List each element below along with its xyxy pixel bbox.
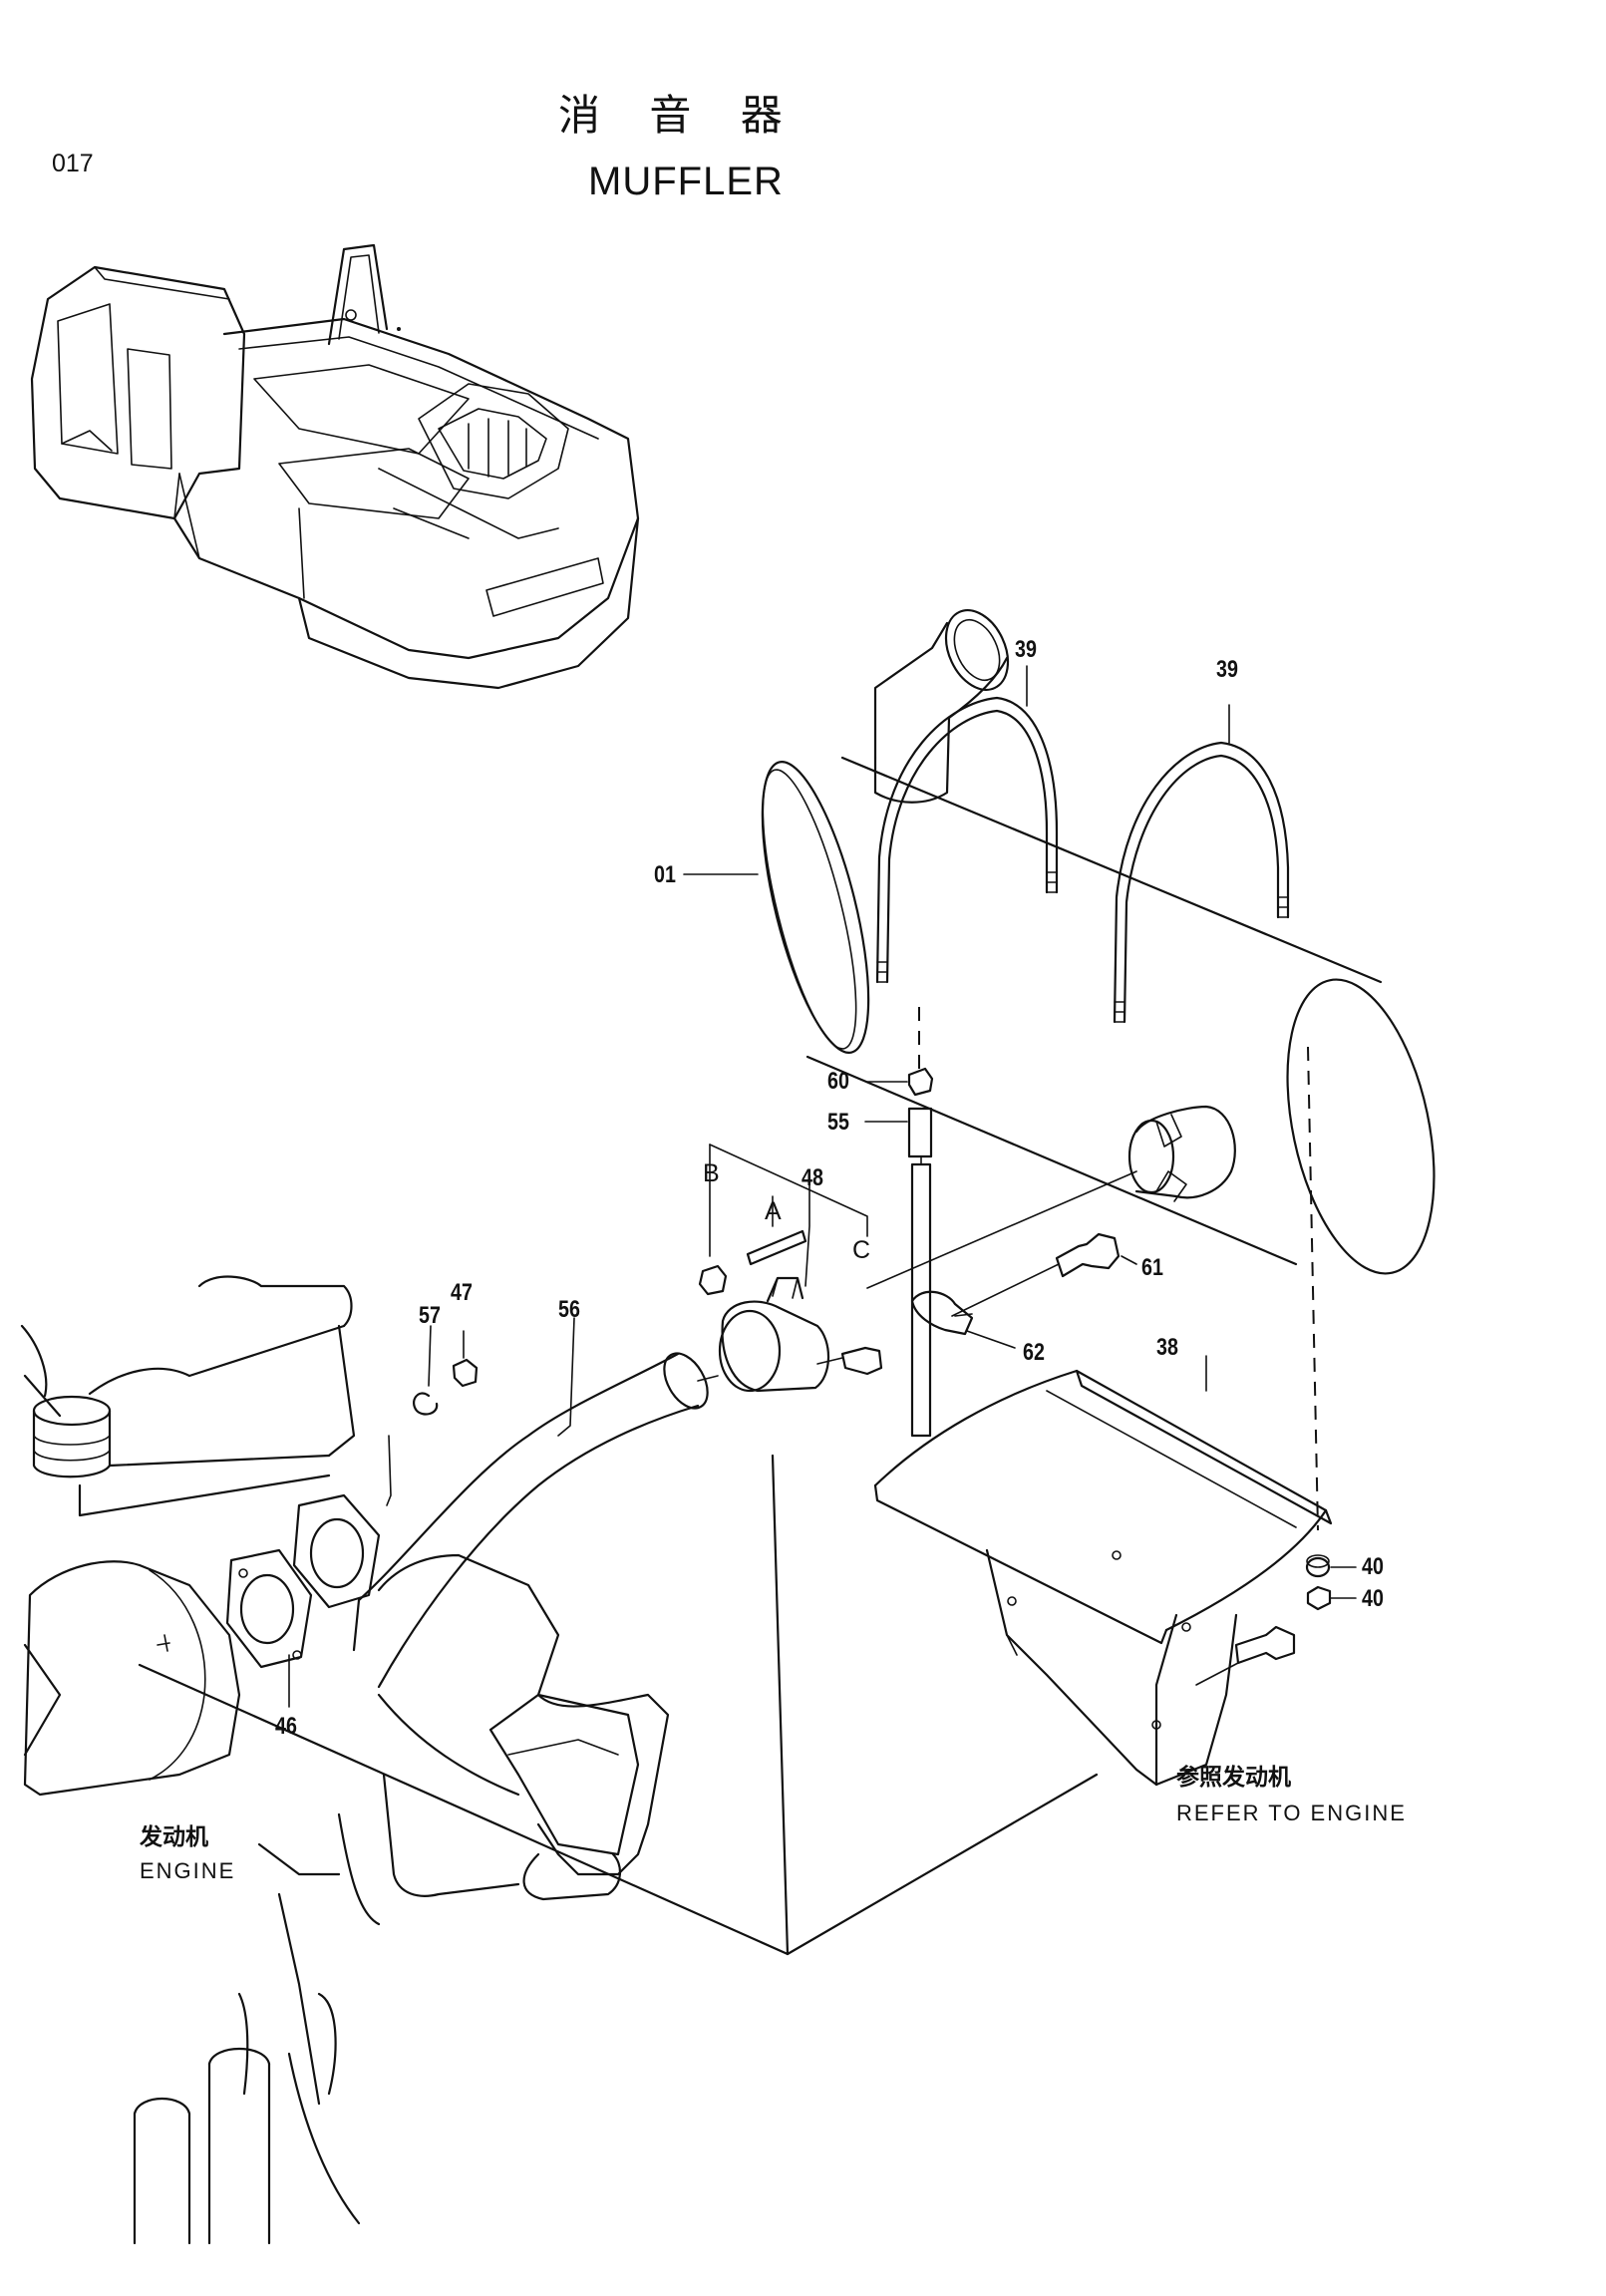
refer-to-engine-english: REFER TO ENGINE <box>1176 1801 1407 1825</box>
support-rod-drawing <box>866 1067 1137 1438</box>
callout-01: 01 <box>654 861 676 888</box>
leader-lines <box>288 665 1357 1708</box>
engine-label-english: ENGINE <box>140 1858 236 1883</box>
callout-39-right: 39 <box>1216 656 1238 683</box>
callout-47: 47 <box>451 1279 473 1306</box>
callout-48: 48 <box>802 1164 823 1191</box>
clamp-drawing <box>698 1144 883 1393</box>
callout-40-lower: 40 <box>1362 1585 1384 1612</box>
engine-drawing <box>20 1275 1099 2245</box>
engine-label-chinese: 发动机 <box>140 1824 208 1850</box>
refer-to-engine-chinese: 参照发动机 <box>1176 1765 1291 1791</box>
pipe-drawing <box>352 1352 719 1689</box>
callout-62: 62 <box>1023 1339 1045 1366</box>
callout-56: 56 <box>558 1296 580 1323</box>
callout-46: 46 <box>275 1713 297 1740</box>
callout-55: 55 <box>827 1109 849 1136</box>
callout-60: 60 <box>827 1068 849 1095</box>
bracket-drawing <box>873 1369 1333 1787</box>
callout-57: 57 <box>419 1302 441 1329</box>
page-number: 017 <box>52 150 94 177</box>
muffler-drawing <box>761 609 1436 1531</box>
callout-39-left: 39 <box>1015 636 1037 663</box>
excavator-thumbnail <box>30 243 640 690</box>
ref-letter-a: A <box>765 1197 782 1225</box>
gasket-drawing <box>225 1435 392 1669</box>
title-english: MUFFLER <box>588 160 784 203</box>
callout-40-upper: 40 <box>1362 1553 1384 1580</box>
callout-38: 38 <box>1156 1334 1178 1361</box>
title-chinese: 消 音 器 <box>558 91 801 140</box>
callout-61: 61 <box>1141 1254 1163 1281</box>
ref-letter-b: B <box>703 1159 720 1187</box>
ref-letter-c: C <box>852 1236 871 1264</box>
